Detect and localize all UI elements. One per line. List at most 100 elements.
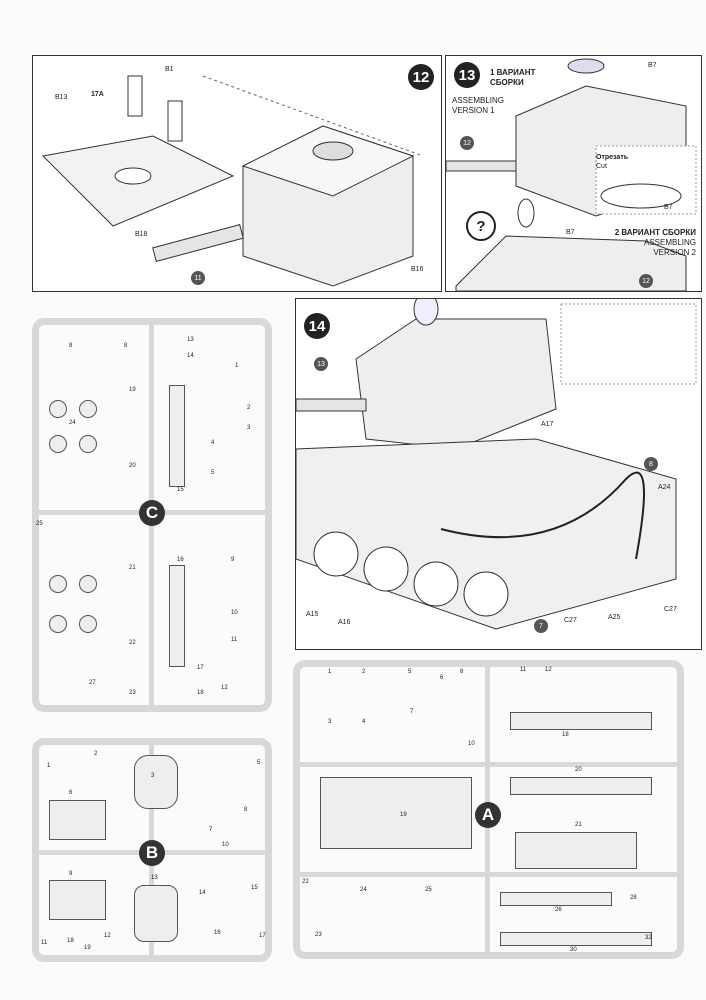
step-13-panel: 13 1 ВАРИАНТ СБОРКИ ASSEMBLING VERSION 1… bbox=[445, 55, 702, 292]
part-number: 26 bbox=[555, 907, 562, 913]
version-1-title-ru: 1 ВАРИАНТ СБОРКИ bbox=[490, 68, 536, 87]
wheel-part bbox=[49, 615, 67, 633]
part-number: 10 bbox=[222, 842, 229, 848]
part-number: 12 bbox=[221, 685, 228, 691]
plate-part bbox=[49, 800, 106, 840]
part-number: 4 bbox=[211, 440, 215, 446]
part-number: 9 bbox=[231, 557, 235, 563]
step-number-badge: 13 bbox=[454, 62, 480, 88]
part-number: 23 bbox=[129, 690, 136, 696]
version-2-title-ru: 2 ВАРИАНТ СБОРКИ bbox=[614, 228, 696, 237]
part-number: 3 bbox=[247, 425, 251, 431]
cut-label-ru: Отрезать bbox=[596, 154, 629, 161]
part-number: 7 bbox=[209, 827, 213, 833]
part-number: 10 bbox=[231, 610, 238, 616]
part-number: 25 bbox=[36, 521, 43, 527]
fender-part bbox=[510, 712, 652, 730]
part-number: 1 bbox=[235, 363, 239, 369]
sprue-a-label: A bbox=[475, 802, 501, 828]
part-number: 22 bbox=[302, 879, 309, 885]
part-number: 2 bbox=[247, 405, 251, 411]
part-label: 17A bbox=[91, 91, 104, 98]
plate-part bbox=[49, 880, 106, 920]
part-number: 19 bbox=[129, 387, 136, 393]
part-label: A16 bbox=[338, 619, 351, 626]
part-number: 13 bbox=[151, 875, 158, 881]
sprue-b-frame: 1 2 3 5 6 7 8 9 10 13 14 15 16 17 11 18 … bbox=[32, 738, 272, 962]
wheel-part bbox=[79, 400, 97, 418]
part-number: 8 bbox=[460, 669, 464, 675]
part-number: 15 bbox=[251, 885, 258, 891]
part-number: 1 bbox=[47, 763, 51, 769]
part-label: B7 bbox=[648, 62, 657, 69]
step-reference-badge: 12 bbox=[639, 274, 653, 288]
step-12-drawing bbox=[41, 75, 424, 287]
step-reference-badge: 7 bbox=[534, 619, 548, 633]
part-number: 24 bbox=[360, 887, 367, 893]
part-number: 13 bbox=[187, 337, 194, 343]
step-reference-badge: 13 bbox=[314, 357, 328, 371]
part-number: 18 bbox=[197, 690, 204, 696]
part-number: 2 bbox=[94, 751, 98, 757]
part-number: 21 bbox=[575, 822, 582, 828]
step-number-badge: 12 bbox=[408, 64, 434, 90]
part-number: 6 bbox=[69, 790, 73, 796]
part-number: 5 bbox=[408, 669, 412, 675]
part-number: 8 bbox=[244, 807, 248, 813]
track-part bbox=[169, 565, 185, 667]
step-12-panel: 12 B13 17A B1 B18 B16 11 bbox=[32, 55, 442, 292]
part-label: A17 bbox=[541, 421, 554, 428]
track-part bbox=[169, 385, 185, 487]
turret-top-part bbox=[134, 755, 178, 809]
step-number-badge: 14 bbox=[304, 313, 330, 339]
step-reference-badge: 11 bbox=[191, 271, 205, 285]
part-number: 20 bbox=[575, 767, 582, 773]
part-number: 20 bbox=[129, 463, 136, 469]
wheel-part bbox=[49, 400, 67, 418]
part-number: 5 bbox=[257, 760, 261, 766]
turret-top-part bbox=[134, 885, 178, 942]
part-number: 10 bbox=[468, 741, 475, 747]
part-number: 5 bbox=[211, 470, 215, 476]
part-number: 12 bbox=[104, 933, 111, 939]
part-number: 19 bbox=[400, 812, 407, 818]
part-number: 27 bbox=[89, 680, 96, 686]
part-number: 2 bbox=[362, 669, 366, 675]
part-number: 19 bbox=[84, 945, 91, 951]
part-number: 15 bbox=[177, 487, 184, 493]
wheel-part bbox=[79, 435, 97, 453]
part-number: 3 bbox=[328, 719, 332, 725]
track-part bbox=[500, 892, 612, 906]
step-14-drawing bbox=[296, 299, 697, 630]
track-part bbox=[500, 932, 652, 946]
part-number: 16 bbox=[214, 930, 221, 936]
part-number: 23 bbox=[315, 932, 322, 938]
sprue-c-frame: 8 8 13 14 1 19 24 20 15 2 3 4 5 25 16 21… bbox=[32, 318, 272, 712]
part-number: 25 bbox=[425, 887, 432, 893]
sprue-a-frame: 1 2 3 4 5 6 7 8 10 11 12 18 19 20 21 22 … bbox=[293, 660, 684, 959]
part-number: 8 bbox=[124, 343, 128, 349]
step-reference-badge: 12 bbox=[460, 136, 474, 150]
sprue-b-label: B bbox=[139, 840, 165, 866]
part-label: B7 bbox=[664, 204, 673, 211]
sprue-c-label: C bbox=[139, 500, 165, 526]
wheel-part bbox=[49, 575, 67, 593]
cut-label-en: Cut bbox=[596, 163, 607, 170]
part-label: B16 bbox=[411, 266, 424, 273]
part-number: 18 bbox=[562, 732, 569, 738]
part-label: B18 bbox=[135, 231, 148, 238]
part-number: 17 bbox=[197, 665, 204, 671]
part-label: A24 bbox=[658, 484, 671, 491]
part-number: 21 bbox=[129, 565, 136, 571]
part-number: 9 bbox=[69, 871, 73, 877]
part-number: 8 bbox=[69, 343, 73, 349]
flag-marker: 8 bbox=[644, 457, 658, 471]
fender-part bbox=[510, 777, 652, 795]
part-number: 18 bbox=[67, 938, 74, 944]
step-13-drawing bbox=[446, 58, 697, 291]
part-number: 3 bbox=[151, 773, 155, 779]
part-label: B1 bbox=[165, 66, 174, 73]
part-number: 30 bbox=[570, 947, 577, 953]
part-number: 4 bbox=[362, 719, 366, 725]
